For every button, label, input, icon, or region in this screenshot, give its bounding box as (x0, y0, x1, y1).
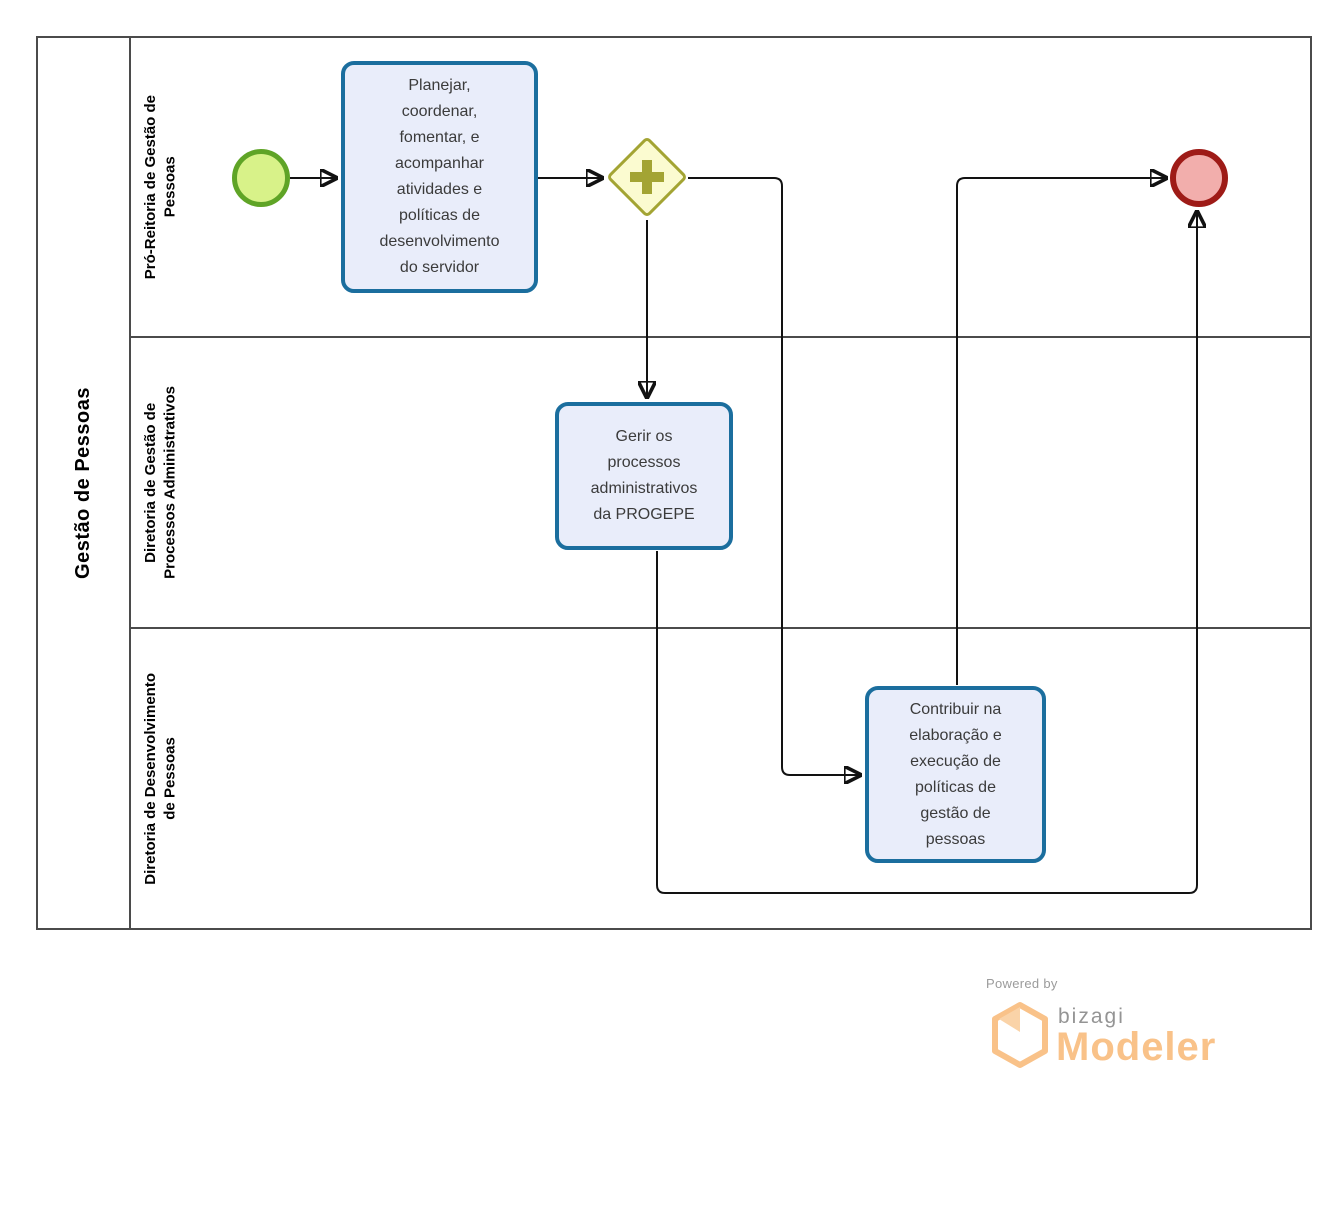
end-event-icon (1170, 149, 1228, 207)
lane-pro-reitoria-label: Pró-Reitoria de Gestão de Pessoas (142, 94, 179, 280)
lane-diretoria-processos-label: Diretoria de Gestão de Processos Adminis… (142, 386, 179, 579)
bizagi-brand-text: bizagi (1058, 1005, 1125, 1028)
task-gerir: Gerir os processos administrativos da PR… (555, 402, 733, 550)
lane-diretoria-desenvolvimento-label: Diretoria de Desenvolvimento de Pessoas (142, 672, 179, 885)
lane-pro-reitoria: Pró-Reitoria de Gestão de Pessoas (131, 38, 1310, 338)
pool-header-band: Gestão de Pessoas (38, 38, 131, 928)
powered-by-text: Powered by (986, 976, 1058, 991)
task-contribuir: Contribuir na elaboração e execução de p… (865, 686, 1046, 863)
bizagi-logo-icon (992, 1002, 1048, 1068)
pool-title: Gestão de Pessoas (72, 387, 94, 579)
task-planejar: Planejar, coordenar, fomentar, e acompan… (341, 61, 538, 293)
lane-diretoria-desenvolvimento: Diretoria de Desenvolvimento de Pessoas (131, 629, 1310, 928)
bizagi-footer: Powered by bizagi Modeler (986, 976, 1286, 1071)
start-event-icon (232, 149, 290, 207)
modeler-product-text: Modeler (1056, 1025, 1217, 1069)
